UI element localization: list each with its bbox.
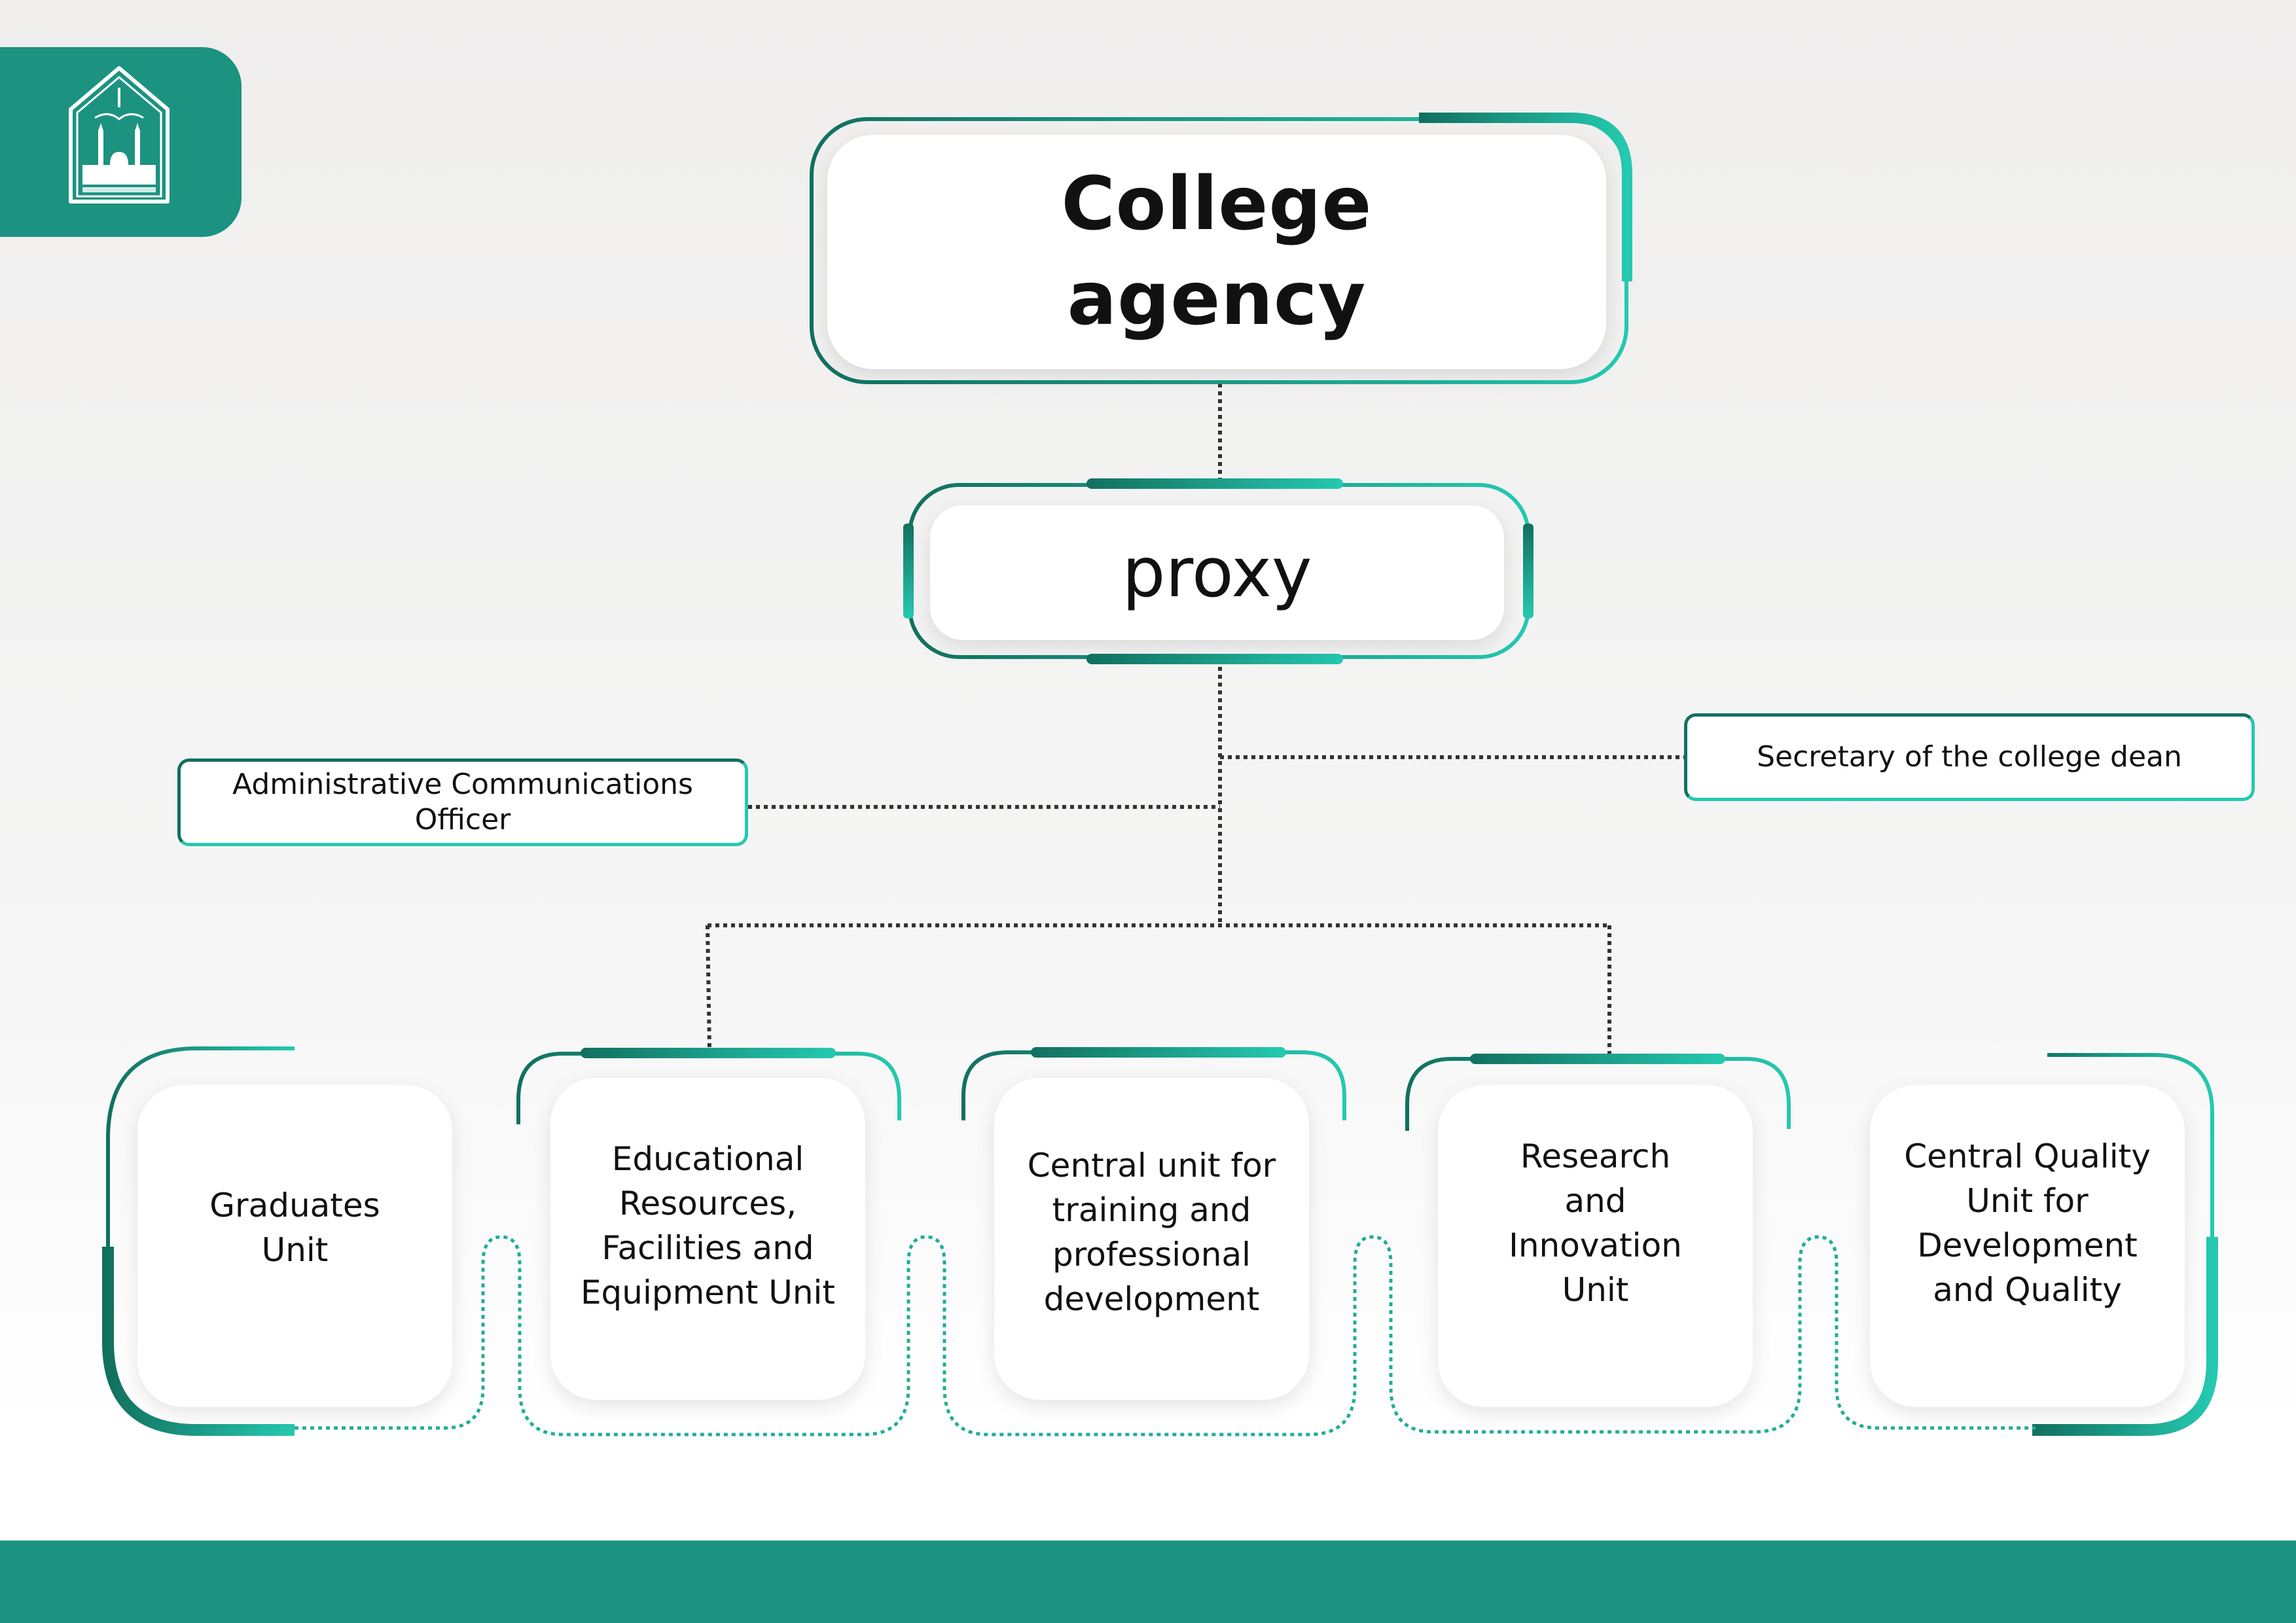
unit-text: Equipment Unit [580,1274,836,1311]
proxy-box: proxy [930,505,1504,640]
unit-card-central-quality: Central Quality Unit for Development and… [1870,1085,2185,1407]
unit-text: Facilities and [601,1229,814,1267]
logo-panel [0,47,242,237]
unit-frame-2 [516,1052,901,1124]
unit-text: and Quality [1933,1271,2122,1309]
dotted-serpentine [295,1235,2036,1436]
university-logo [69,66,170,204]
unit-text: Central Quality [1904,1137,2151,1175]
unit-text: Resources, [619,1185,797,1222]
unit-text: training and [1052,1191,1251,1229]
college-agency-box: College agency [827,135,1606,369]
dean-secretary-label: Secretary of the college dean [1757,740,2182,774]
connector-lines [706,383,1684,1056]
unit-text: Central unit for [1027,1147,1276,1185]
admin-officer-line2: Officer [414,803,511,836]
unit-text: Graduates [209,1186,380,1224]
unit-card-educational-resources: Educational Resources, Facilities and Eq… [550,1078,865,1400]
admin-communications-officer-box: Administrative Communications Officer [177,758,748,846]
unit-text: and [1564,1182,1626,1220]
unit-frame-3 [961,1050,1346,1120]
proxy-label: proxy [1122,533,1312,613]
unit-card-training: Central unit for training and profession… [994,1078,1309,1400]
unit-card-research-innovation: Research and Innovation Unit [1438,1085,1753,1407]
unit-text: Research [1520,1137,1671,1175]
unit-text: Development [1917,1226,2138,1264]
unit-text: Innovation [1509,1226,1682,1264]
dean-secretary-box: Secretary of the college dean [1684,713,2255,801]
unit-text: Unit [261,1231,329,1269]
college-agency-title-line2: agency [1067,257,1367,342]
college-agency-title-line1: College [1061,162,1372,247]
unit-text: Unit for [1966,1182,2089,1220]
unit-text: Unit [1562,1271,1629,1309]
footer-band [0,1541,2296,1623]
unit-text: development [1043,1280,1260,1318]
unit-text: Educational [611,1140,804,1178]
unit-text: professional [1052,1236,1251,1274]
unit-card-graduates: Graduates Unit [137,1085,452,1407]
admin-officer-line1: Administrative Communications [232,768,693,801]
